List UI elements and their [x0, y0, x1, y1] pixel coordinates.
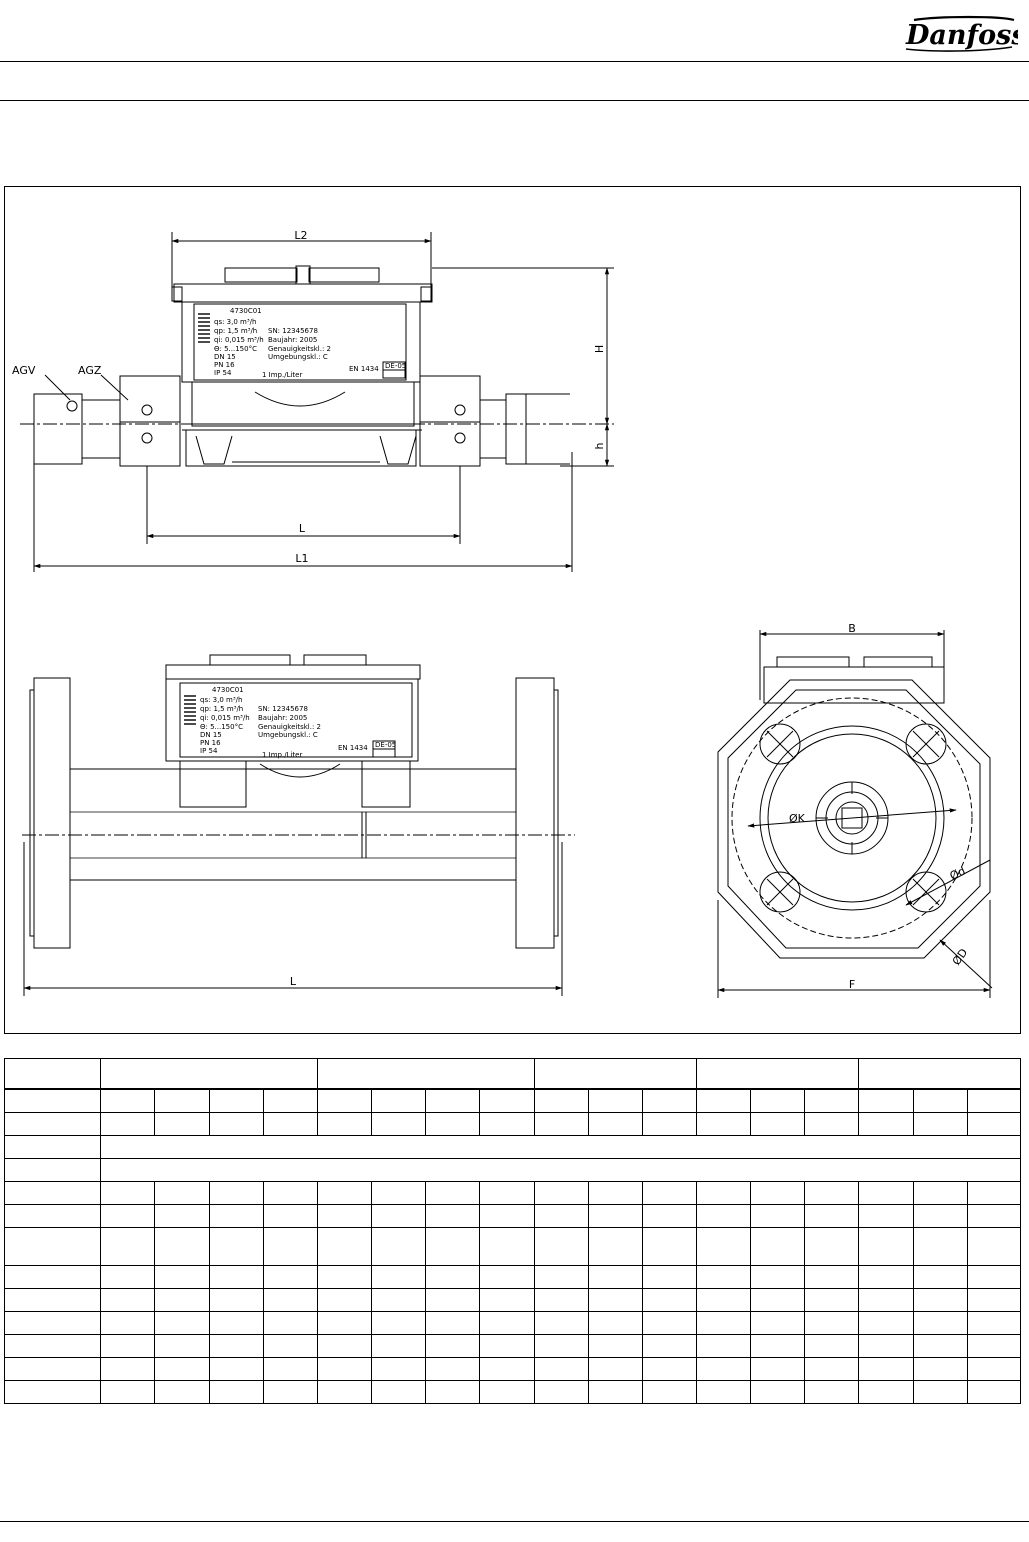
dim-label-l1: L1 [295, 552, 308, 565]
plate-line: Genauigkeitskl.: 2 [268, 345, 331, 353]
table-row [3, 1356, 1022, 1381]
dim-label-flange-l: L [290, 975, 297, 988]
table-row [3, 1333, 1022, 1358]
dim-label-d-small: Ød [948, 864, 968, 882]
table-row [3, 1287, 1022, 1312]
side-view [20, 232, 614, 572]
plate-line: Θ: 5...150°C [200, 723, 243, 731]
table-header-row [3, 1058, 1021, 1090]
plate-norm: EN 1434 [338, 744, 368, 752]
table-group-header [533, 1058, 698, 1090]
table-row [3, 1111, 1022, 1136]
plate-line: PN 16 [200, 739, 221, 747]
dim-label-l: L [299, 522, 306, 535]
plate-line: SN: 12345678 [258, 705, 308, 713]
plate-line: IP 54 [200, 747, 218, 755]
plate-pulse: 1 Imp./Liter [262, 371, 302, 379]
end-view [717, 630, 993, 998]
danfoss-logo: Danfoss [905, 15, 1018, 52]
header-rule-bottom [0, 100, 1029, 101]
plate-line: qp: 1,5 m³/h [200, 705, 243, 713]
plate-line: qs: 3,0 m³/h [200, 696, 242, 704]
spec-table [3, 1058, 1022, 1404]
flange-view [22, 654, 575, 996]
plate-norm: EN 1434 [349, 365, 379, 373]
plate-line: Umgebungskl.: C [258, 731, 318, 739]
technical-drawing: L2 H h AGV AGZ L L1 4730C01 qs: 3,0 m³/h… [12, 229, 993, 998]
plate-line: qs: 3,0 m³/h [214, 318, 256, 326]
plate-line: Genauigkeitskl.: 2 [258, 723, 321, 731]
header-rule-top [0, 61, 1029, 62]
dim-label-k: ØK [789, 812, 806, 825]
table-row [3, 1203, 1022, 1228]
plate-line: Baujahr: 2005 [258, 714, 307, 722]
footer-rule [0, 1521, 1029, 1522]
flange-nameplate: 4730C01 qs: 3,0 m³/h qp: 1,5 m³/h qi: 0,… [200, 686, 396, 759]
plate-line: DN 15 [214, 353, 236, 361]
plate-line: Baujahr: 2005 [268, 336, 317, 344]
plate-line: qi: 0,015 m³/h [200, 714, 250, 722]
plate-part-no: 4730C01 [230, 307, 262, 315]
label-agz: AGZ [78, 364, 102, 377]
table-row [3, 1088, 1022, 1113]
plate-mark: DE-05 [375, 741, 396, 749]
table-row [3, 1180, 1022, 1205]
plate-mark: DE-05 [385, 362, 406, 370]
dim-label-h-upper: H [593, 345, 606, 353]
plate-line: qp: 1,5 m³/h [214, 327, 257, 335]
plate-line: Θ: 5...150°C [214, 345, 257, 353]
table-group-header [100, 1058, 318, 1090]
plate-line: DN 15 [200, 731, 222, 739]
table-row [3, 1379, 1022, 1404]
dim-label-h-lower: h [593, 442, 606, 449]
table-group-header [858, 1058, 1021, 1090]
dim-label-l2: L2 [294, 229, 307, 242]
dim-label-f: F [849, 978, 855, 991]
table-row [3, 1226, 1022, 1266]
table-cell [3, 1058, 102, 1090]
table-row [3, 1264, 1022, 1289]
plate-pulse: 1 Imp./Liter [262, 751, 302, 759]
plate-line: PN 16 [214, 361, 235, 369]
table-row [3, 1134, 1021, 1159]
plate-line: Umgebungskl.: C [268, 353, 328, 361]
label-agv: AGV [12, 364, 36, 377]
plate-part-no: 4730C01 [212, 686, 244, 694]
plate-line: SN: 12345678 [268, 327, 318, 335]
logo-text: Danfoss [905, 20, 1018, 51]
plate-line: qi: 0,015 m³/h [214, 336, 264, 344]
plate-line: IP 54 [214, 369, 232, 377]
side-nameplate: 4730C01 qs: 3,0 m³/h qp: 1,5 m³/h qi: 0,… [214, 307, 406, 379]
table-row [3, 1310, 1022, 1335]
table-group-header [316, 1058, 535, 1090]
dim-label-b: B [848, 622, 856, 635]
table-group-header [695, 1058, 860, 1090]
table-row [3, 1157, 1021, 1182]
drawing-frame [4, 186, 1021, 1034]
